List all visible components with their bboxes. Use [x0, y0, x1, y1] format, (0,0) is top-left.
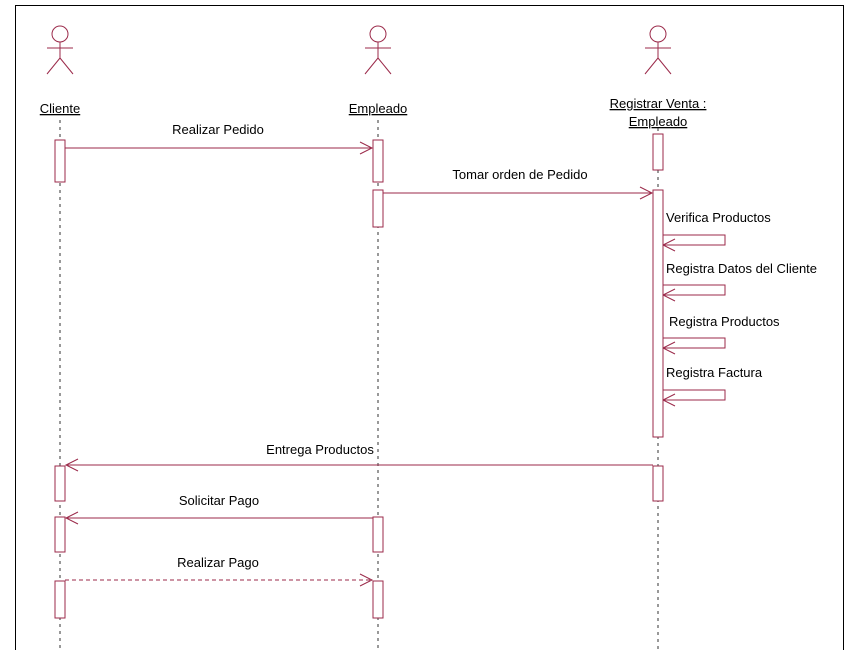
- self-message-registra-datos: Registra Datos del Cliente: [661, 261, 817, 302]
- message-tomar-orden: Tomar orden de Pedido: [383, 167, 654, 200]
- actor-label-registrar-line1: Registrar Venta :: [610, 96, 707, 111]
- message-label: Solicitar Pago: [179, 493, 259, 508]
- message-entrega-productos: Entrega Productos: [64, 442, 653, 472]
- actor-registrar-venta: Registrar Venta : Empleado: [610, 25, 707, 129]
- activation-registrar-3: [652, 465, 664, 502]
- message-realizar-pedido: Realizar Pedido: [65, 122, 374, 155]
- actor-label-empleado: Empleado: [349, 101, 408, 116]
- message-realizar-pago: Realizar Pago: [65, 555, 374, 587]
- activation-cliente-4: [54, 580, 66, 619]
- diagram-frame: [15, 5, 844, 650]
- activation-cliente-3: [54, 516, 66, 553]
- activation-empleado-4: [372, 580, 384, 619]
- activation-cliente-2: [54, 465, 66, 502]
- self-message-registra-factura: Registra Factura: [661, 365, 763, 407]
- message-label: Entrega Productos: [266, 442, 374, 457]
- message-label: Realizar Pedido: [172, 122, 264, 137]
- message-label: Registra Productos: [669, 314, 780, 329]
- self-message-registra-productos: Registra Productos: [661, 314, 780, 355]
- activation-empleado-3: [372, 516, 384, 553]
- message-label: Registra Factura: [666, 365, 763, 380]
- activation-registrar-2: [652, 189, 664, 438]
- message-solicitar-pago: Solicitar Pago: [64, 493, 373, 525]
- activation-empleado-2: [372, 189, 384, 228]
- activation-registrar-1: [652, 133, 664, 171]
- activation-empleado-1: [372, 139, 384, 183]
- stick-figure-icon: [46, 25, 74, 75]
- message-label: Tomar orden de Pedido: [452, 167, 587, 182]
- stick-figure-icon: [644, 25, 672, 75]
- message-label: Realizar Pago: [177, 555, 259, 570]
- message-label: Verifica Productos: [666, 210, 771, 225]
- stick-figure-icon: [364, 25, 392, 75]
- activation-cliente-1: [54, 139, 66, 183]
- actor-empleado: Empleado: [349, 25, 408, 116]
- self-message-verifica-productos: Verifica Productos: [661, 210, 771, 252]
- message-label: Registra Datos del Cliente: [666, 261, 817, 276]
- actor-label-cliente: Cliente: [40, 101, 80, 116]
- actor-cliente: Cliente: [40, 25, 80, 116]
- actor-label-registrar-line2: Empleado: [629, 114, 688, 129]
